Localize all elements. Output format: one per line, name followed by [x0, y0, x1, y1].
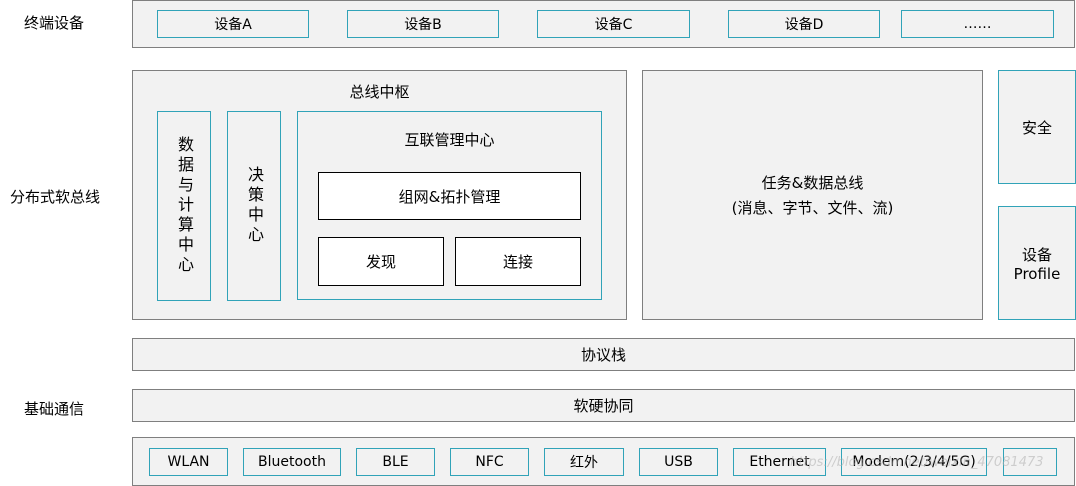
decision-center-label: 决策中心 — [245, 166, 264, 246]
device-box-c: 设备C — [537, 10, 690, 38]
task-data-bus-subtitle: (消息、字节、文件、流) — [731, 199, 894, 217]
conn-infrared: 红外 — [544, 448, 624, 476]
task-data-bus-box: 任务&数据总线 (消息、字节、文件、流) — [642, 70, 983, 320]
connection-box: 连接 — [455, 237, 581, 286]
data-compute-center: 数据与计算中心 — [157, 111, 211, 301]
conn-bluetooth: Bluetooth — [243, 448, 341, 476]
interconnect-center-title: 互联管理中心 — [404, 131, 495, 149]
watermark: https://blog.csdn.net/weixin_47081473 — [790, 455, 1044, 470]
data-compute-center-label: 数据与计算中心 — [175, 136, 194, 276]
device-box-a: 设备A — [157, 10, 309, 38]
layer-label-softbus: 分布式软总线 — [10, 188, 101, 206]
hw-sw-cooperation-bar: 软硬协同 — [132, 389, 1075, 422]
conn-ethernet: Ethernet — [733, 448, 826, 476]
networking-topology-box: 组网&拓扑管理 — [318, 172, 581, 220]
discovery-box: 发现 — [318, 237, 444, 286]
device-profile-line1: 设备 — [1021, 245, 1052, 264]
decision-center: 决策中心 — [227, 111, 281, 301]
device-profile-line2: Profile — [1013, 264, 1061, 283]
bus-hub-title: 总线中枢 — [349, 83, 410, 101]
conn-wlan: WLAN — [149, 448, 228, 476]
conn-ble: BLE — [356, 448, 435, 476]
conn-nfc: NFC — [450, 448, 529, 476]
conn-usb: USB — [639, 448, 718, 476]
device-box-d: 设备D — [728, 10, 880, 38]
security-box: 安全 — [998, 70, 1076, 184]
layer-label-basic-comm: 基础通信 — [24, 400, 85, 418]
conn-modem: Modem(2/3/4/5G) — [841, 448, 987, 476]
task-data-bus-title: 任务&数据总线 — [761, 174, 864, 192]
device-box-b: 设备B — [347, 10, 499, 38]
layer-label-terminal: 终端设备 — [24, 14, 85, 32]
conn-more — [1003, 448, 1057, 476]
device-profile-box: 设备 Profile — [998, 206, 1076, 320]
device-box-more: …… — [901, 10, 1054, 38]
protocol-stack-bar: 协议栈 — [132, 338, 1075, 371]
